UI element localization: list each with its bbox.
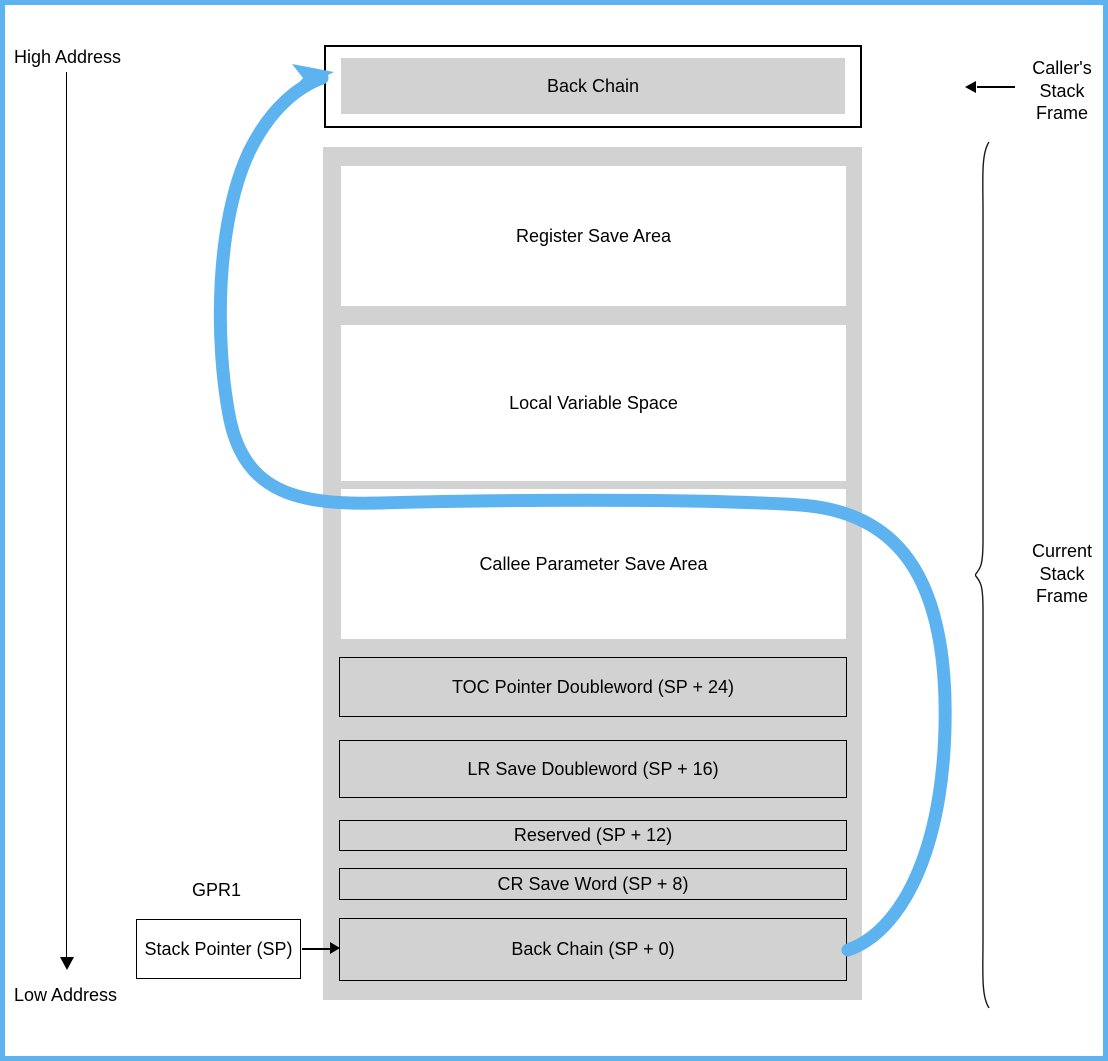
high-address-label: High Address [14,47,122,67]
gpr1-label: GPR1 [192,880,242,900]
slot-register-save-area: Register Save Area [341,166,846,306]
current-label-line-2: Stack [1039,563,1085,584]
slot-local-variable-space: Local Variable Space [341,325,846,481]
caller-stack-frame-label: Caller's Stack Frame [1022,57,1102,125]
caller-label-line-2: Stack [1039,80,1085,101]
stack-pointer-arrowhead-icon [330,942,340,954]
current-label-line-1: Current [1031,541,1093,561]
address-axis-line [66,72,67,962]
current-frame-brace-icon [975,141,990,1009]
caller-frame-arrow-line [977,86,1015,88]
address-axis-arrowhead-icon [60,957,74,970]
slot-reserved: Reserved (SP + 12) [339,820,847,851]
low-address-label: Low Address [14,985,118,1005]
current-stack-frame-label: Current Stack Frame [1022,540,1102,608]
caller-frame-arrowhead-icon [965,81,976,93]
stack-pointer-box: Stack Pointer (SP) [136,919,301,979]
stack-pointer-arrow-line [302,948,332,950]
slot-toc-pointer-doubleword: TOC Pointer Doubleword (SP + 24) [339,657,847,717]
caller-label-line-1: Caller's [1032,58,1092,78]
current-label-line-3: Frame [1035,586,1088,606]
slot-callee-parameter-save-area: Callee Parameter Save Area [341,489,846,639]
slot-lr-save-doubleword: LR Save Doubleword (SP + 16) [339,740,847,798]
caller-back-chain-slot: Back Chain [341,58,845,114]
caller-label-line-3: Frame [1035,103,1088,123]
slot-cr-save-word: CR Save Word (SP + 8) [339,868,847,900]
slot-back-chain-sp0: Back Chain (SP + 0) [339,918,847,981]
